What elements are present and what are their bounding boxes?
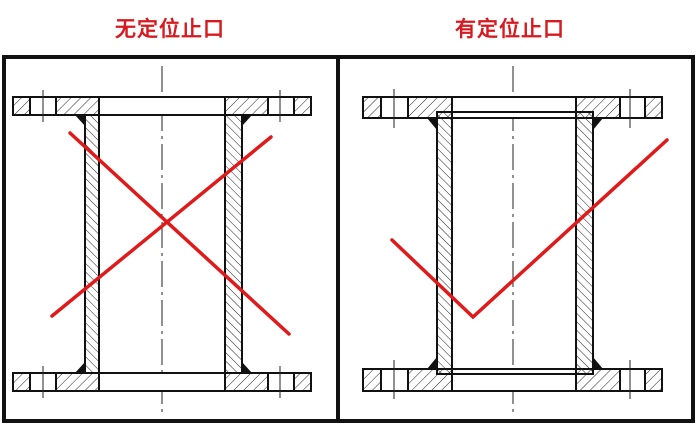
left-drawing [12,66,312,416]
pipe-walls-right [436,111,594,375]
panel-title-with-spigot: 有定位止口 [455,17,565,41]
welds-right [427,118,603,369]
panel-frames [2,55,695,423]
welds-left [75,115,252,373]
right-drawing [362,66,669,416]
panel-title-without-spigot: 无定位止口 [115,17,225,41]
top-flange-left [12,90,312,122]
check-mark-icon [390,138,669,320]
pipe-walls-left [84,114,243,374]
cross-mark-icon [50,131,291,336]
